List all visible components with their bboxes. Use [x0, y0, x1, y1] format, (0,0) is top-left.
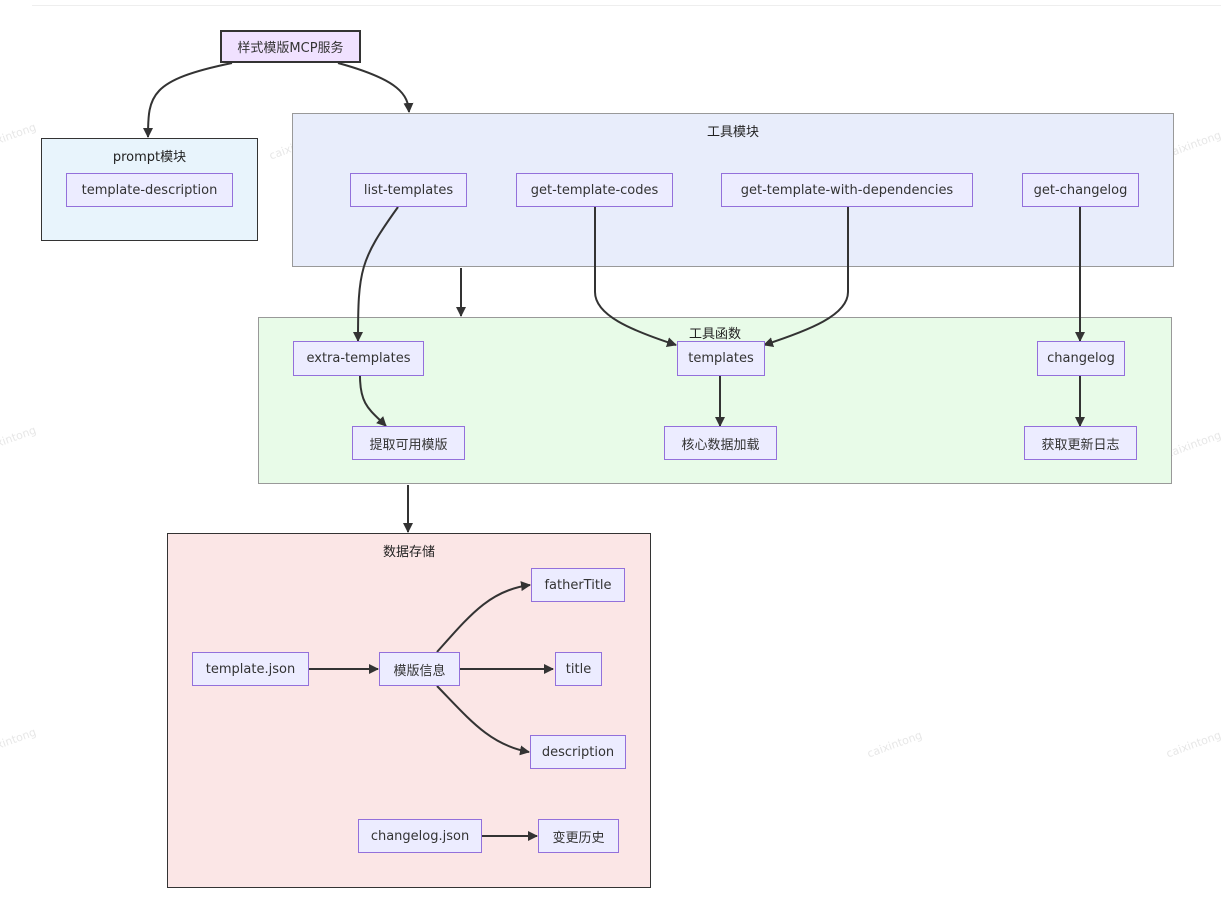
node-extra-templates[interactable]: extra-templates	[293, 341, 424, 376]
node-list-templates[interactable]: list-templates	[350, 173, 467, 207]
edge-root-to-prompt	[143, 62, 233, 138]
edge-root-to-tools	[337, 62, 414, 113]
group-prompt-title: prompt模块	[112, 150, 187, 165]
node-get-changelog[interactable]: get-changelog	[1022, 173, 1139, 207]
group-tools-title: 工具模块	[706, 125, 759, 140]
node-extract-templates[interactable]: 提取可用模版	[352, 426, 465, 460]
node-get-template-with-dependencies[interactable]: get-template-with-dependencies	[721, 173, 973, 207]
edge-info-to-father-title	[436, 581, 531, 653]
edge-get-template-codes-to-templates	[594, 207, 677, 347]
edge-info-to-description	[436, 685, 530, 756]
node-description[interactable]: description	[530, 735, 626, 769]
edge-list-templates-to-extra-templates	[353, 206, 399, 342]
edge-get-template-with-deps-to-templates	[763, 207, 849, 347]
node-template-info[interactable]: 模版信息	[379, 652, 460, 686]
node-change-history[interactable]: 变更历史	[538, 819, 619, 853]
node-get-template-codes[interactable]: get-template-codes	[516, 173, 673, 207]
group-functions-title: 工具函数	[688, 327, 741, 342]
node-get-update-log[interactable]: 获取更新日志	[1024, 426, 1137, 460]
node-title[interactable]: title	[555, 652, 602, 686]
node-templates[interactable]: templates	[677, 341, 765, 376]
node-template-json[interactable]: template.json	[192, 652, 309, 686]
node-changelog-json[interactable]: changelog.json	[358, 819, 482, 853]
group-storage-title: 数据存储	[382, 545, 435, 560]
edge-extra-templates-to-extract	[359, 375, 387, 427]
root-node[interactable]: 样式模版MCP服务	[220, 30, 361, 63]
node-father-title[interactable]: fatherTitle	[531, 568, 625, 602]
node-template-description[interactable]: template-description	[66, 173, 233, 207]
node-changelog[interactable]: changelog	[1037, 341, 1125, 376]
top-divider	[32, 5, 1221, 6]
node-core-data-load[interactable]: 核心数据加载	[664, 426, 777, 460]
